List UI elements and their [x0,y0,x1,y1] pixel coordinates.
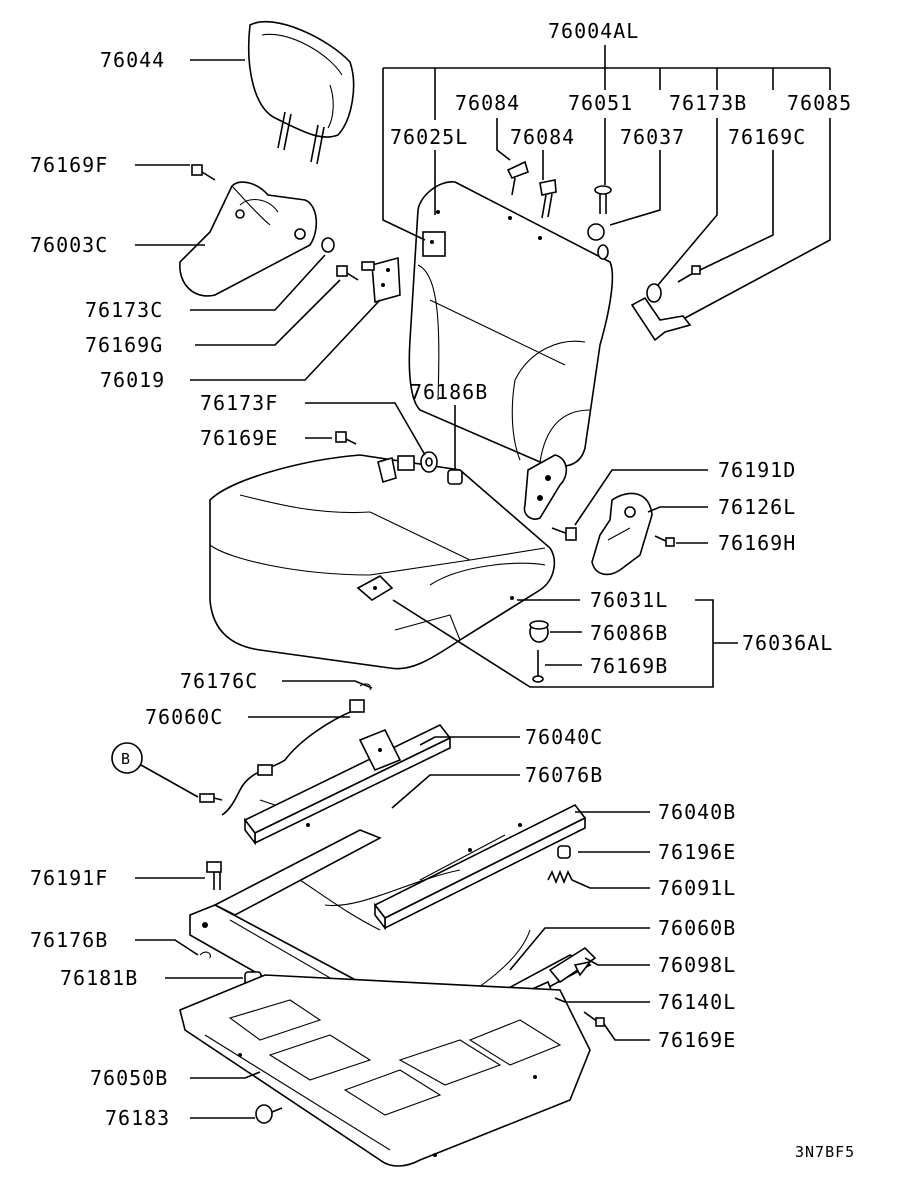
headrest [247,20,355,165]
screw-76169b [532,650,544,683]
diagram-code: 3N7BF5 [795,1143,855,1161]
label-76084-top: 76084 [455,91,520,115]
label-76040c: 76040C [525,725,603,749]
lever-76098l [548,946,597,984]
label-76050b: 76050B [90,1066,168,1090]
label-76091l: 76091L [658,876,736,900]
label-76098l: 76098L [658,953,736,977]
clip-76176b [199,951,211,959]
bolt-76191d [551,527,577,541]
label-76076b: 76076B [525,763,603,787]
label-76085: 76085 [787,91,852,115]
nut-76196e [557,845,571,859]
label-76196e: 76196E [658,840,736,864]
rail-76040c [243,723,452,846]
armrest [179,181,335,297]
label-76169c: 76169C [728,125,806,149]
label-76036al: 76036AL [742,631,833,655]
part-labels: 76044 76169F 76003C 76173C 76169G 76019 … [30,19,855,1161]
rail-76040b [373,803,587,931]
callout-b-label: B [121,750,131,768]
label-76186b: 76186B [410,380,488,404]
label-76191d: 76191D [718,458,796,482]
bushing-76037 [587,223,609,260]
label-76060c: 76060C [145,705,223,729]
leader-lines [135,45,831,1119]
label-76003c: 76003C [30,233,108,257]
bolt-76169g [336,265,359,281]
clip-76084-a [506,160,529,196]
label-76019: 76019 [100,368,165,392]
label-76169f: 76169F [30,153,108,177]
label-76060b: 76060B [658,916,736,940]
connector-b [199,793,223,803]
clip-76183 [255,1104,283,1124]
cap-76086b [529,620,549,643]
label-76051: 76051 [568,91,633,115]
bolt-76169e-top [335,431,357,445]
hinge-76085 [630,296,692,342]
label-76040b: 76040B [658,800,736,824]
label-76086b: 76086B [590,621,668,645]
label-76181b: 76181B [60,966,138,990]
bolt-76169e-bottom [583,1011,605,1027]
label-76169b: 76169B [590,654,668,678]
label-76025l: 76025L [390,125,468,149]
bolt-76051 [594,185,612,214]
bolt-76191f [206,861,222,890]
label-76173b: 76173B [669,91,747,115]
label-76084-second: 76084 [510,125,575,149]
label-76044: 76044 [100,48,165,72]
label-76126l: 76126L [718,495,796,519]
label-76004al: 76004AL [548,19,639,43]
spring-76091l [547,869,573,885]
label-76169e-bottom: 76169E [658,1028,736,1052]
bracket-76019 [361,256,401,304]
label-76176b: 76176B [30,928,108,952]
callout-b: B [111,742,143,774]
washer-76173f [420,451,438,473]
label-76031l: 76031L [590,588,668,612]
nut-76186b [447,469,463,485]
washer-76173b [646,283,662,303]
label-76140l: 76140L [658,990,736,1014]
label-76176c: 76176C [180,669,258,693]
label-76183: 76183 [105,1106,170,1130]
label-76173c: 76173C [85,298,163,322]
label-76169g: 76169G [85,333,163,357]
bolt-76169h [654,535,675,547]
clip-76084-b [539,179,557,219]
label-76191f: 76191F [30,866,108,890]
seat-cushion [209,454,556,670]
label-76169h: 76169H [718,531,796,555]
label-76173f: 76173F [200,391,278,415]
bolt-76169f [191,164,216,181]
label-76037: 76037 [620,125,685,149]
base-76050b [179,974,591,1167]
label-76169e-top: 76169E [200,426,278,450]
seat-back [408,181,614,520]
bolt-76169c [677,265,701,283]
side-cover-76126l [591,492,653,576]
harness-76060c [221,683,371,816]
